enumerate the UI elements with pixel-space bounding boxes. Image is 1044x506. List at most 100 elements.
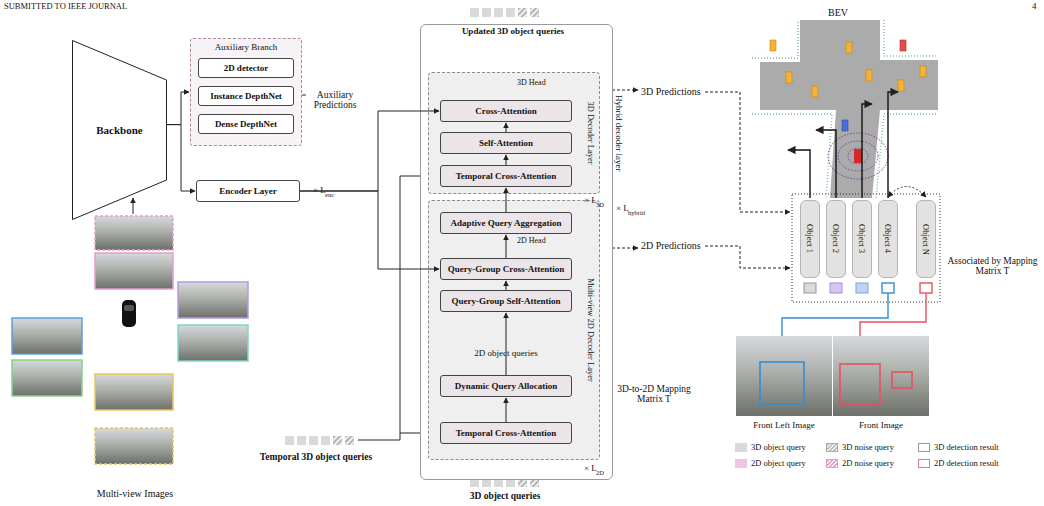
text-label: × L <box>616 204 629 214</box>
object-markers-part <box>856 283 868 293</box>
connector <box>300 191 439 269</box>
query-squares-part <box>482 8 491 17</box>
node-text: Multi-view 2D Decoder Layer <box>586 278 596 382</box>
legend-text: 2D object query <box>751 458 806 468</box>
front-images-part <box>833 336 929 416</box>
front-images-part <box>840 364 880 404</box>
node-text: Instance DepthNet <box>210 92 282 101</box>
query-paths-part <box>705 246 790 268</box>
node-text: Hybrid decoder layer <box>614 95 624 171</box>
bev-map-part <box>846 42 852 53</box>
object-markers-part <box>830 283 842 293</box>
bev-map-part <box>760 20 938 198</box>
query-squares-part <box>470 8 479 17</box>
legend-swatch <box>826 459 838 468</box>
node-text: Temporal Cross-Attention <box>456 172 557 181</box>
text-label: BEV <box>828 7 848 18</box>
object-arrows-part <box>788 150 810 198</box>
trapezoid-shape <box>73 41 167 220</box>
text-label: hybrid <box>628 209 645 216</box>
auxiliary-branch: Auxiliary Branch2D detectorInstance Dept… <box>190 38 302 146</box>
camera-images-part <box>124 305 134 311</box>
text-label: enc <box>325 191 334 198</box>
camera-images-part <box>178 325 248 361</box>
allocation-block: Dynamic Query Allocation <box>440 375 572 397</box>
bev-map-part <box>812 86 818 97</box>
text-label: 4 <box>1032 2 1037 12</box>
text-label: 2D Predictions <box>641 240 701 251</box>
node-text: Dynamic Query Allocation <box>455 382 558 391</box>
connector <box>167 92 189 125</box>
query-squares-part <box>506 8 515 17</box>
node-text: Object N <box>921 224 931 255</box>
bev-map-part <box>848 148 868 164</box>
decoder-3d: 3D Decoder Layer Cross-AttentionSelf-Atte… <box>428 72 600 194</box>
front-images-part <box>736 336 832 416</box>
text-label: Auxiliary Predictions <box>306 90 364 111</box>
text-label: 3D <box>596 201 604 208</box>
node-text: 3D Decoder Layer <box>586 101 596 164</box>
node-text: Encoder Layer <box>219 187 277 196</box>
query-squares-part <box>518 8 527 17</box>
node-text: Object 4 <box>883 224 893 253</box>
node-text: Cross-Attention <box>475 107 536 116</box>
object-markers <box>804 283 932 293</box>
legend-swatch <box>918 459 930 468</box>
object-column: Object 4 <box>878 200 898 278</box>
camera-images-part <box>12 318 82 354</box>
text-label: Updated 3D object queries <box>433 27 593 37</box>
text-label: 3D Predictions <box>641 86 701 97</box>
text-label: × L <box>584 196 597 206</box>
legend-text: 3D object query <box>751 442 806 452</box>
legend-swatch <box>735 459 747 468</box>
front-images-part <box>760 362 804 404</box>
node-text: Backbone <box>96 124 142 136</box>
bev-map-part <box>752 114 832 198</box>
aux-module: Instance DepthNet <box>198 86 294 106</box>
text-label: SUBMITTED TO IEEE JOURNAL <box>4 2 127 11</box>
bev-map-part <box>838 141 878 171</box>
aggregation-block: Adaptive Query Aggregation <box>440 212 572 234</box>
text-label: 3D-to-2D Mapping Matrix T <box>612 384 696 405</box>
node-text: Dense DepthNet <box>215 120 277 129</box>
node-text: Object 2 <box>831 224 841 253</box>
camera-images-part <box>12 360 82 396</box>
bev-map-part <box>752 20 798 58</box>
bev-map-part <box>828 133 888 179</box>
node-text: Adaptive Query Aggregation <box>451 219 562 228</box>
bev-map-part <box>748 20 938 198</box>
attention-block: Self-Attention <box>440 132 572 154</box>
camera-images-part <box>95 428 173 464</box>
bev-map-part <box>884 20 936 56</box>
node-text: Object 3 <box>857 224 867 253</box>
bev-map-part <box>866 70 872 81</box>
text-label: Multi-view Images <box>80 488 190 499</box>
bev-map-part <box>876 114 936 198</box>
node-text: Query-Group Self-Attention <box>451 297 560 306</box>
camera-images-part <box>178 282 248 318</box>
object-column: Object 3 <box>852 200 872 278</box>
node-text: Auxiliary Branch <box>191 42 301 52</box>
bev-map-part <box>786 72 792 83</box>
legend-swatch <box>826 443 838 452</box>
front-images <box>736 336 929 416</box>
bev-map-part <box>770 40 776 51</box>
legend-text: 2D noise query <box>842 458 894 468</box>
bev-map-part <box>920 66 926 77</box>
text-label: 2D object queries <box>440 349 572 359</box>
association-arrow <box>888 187 926 198</box>
query-squares-part <box>333 436 342 445</box>
camera-images-part <box>95 253 173 289</box>
text-label: × L <box>313 186 326 196</box>
node-text: Query-Group Cross-Attention <box>448 265 564 274</box>
query-squares-part <box>321 436 330 445</box>
object-arrows-part <box>888 92 898 198</box>
legend-text: 3D detection result <box>934 442 999 452</box>
object-column: Object 1 <box>800 200 820 278</box>
text-label: 2D <box>596 469 604 476</box>
aux-module: Dense DepthNet <box>198 114 294 134</box>
object-frame <box>792 194 940 302</box>
query-squares-part <box>530 8 539 17</box>
connector <box>300 111 439 191</box>
